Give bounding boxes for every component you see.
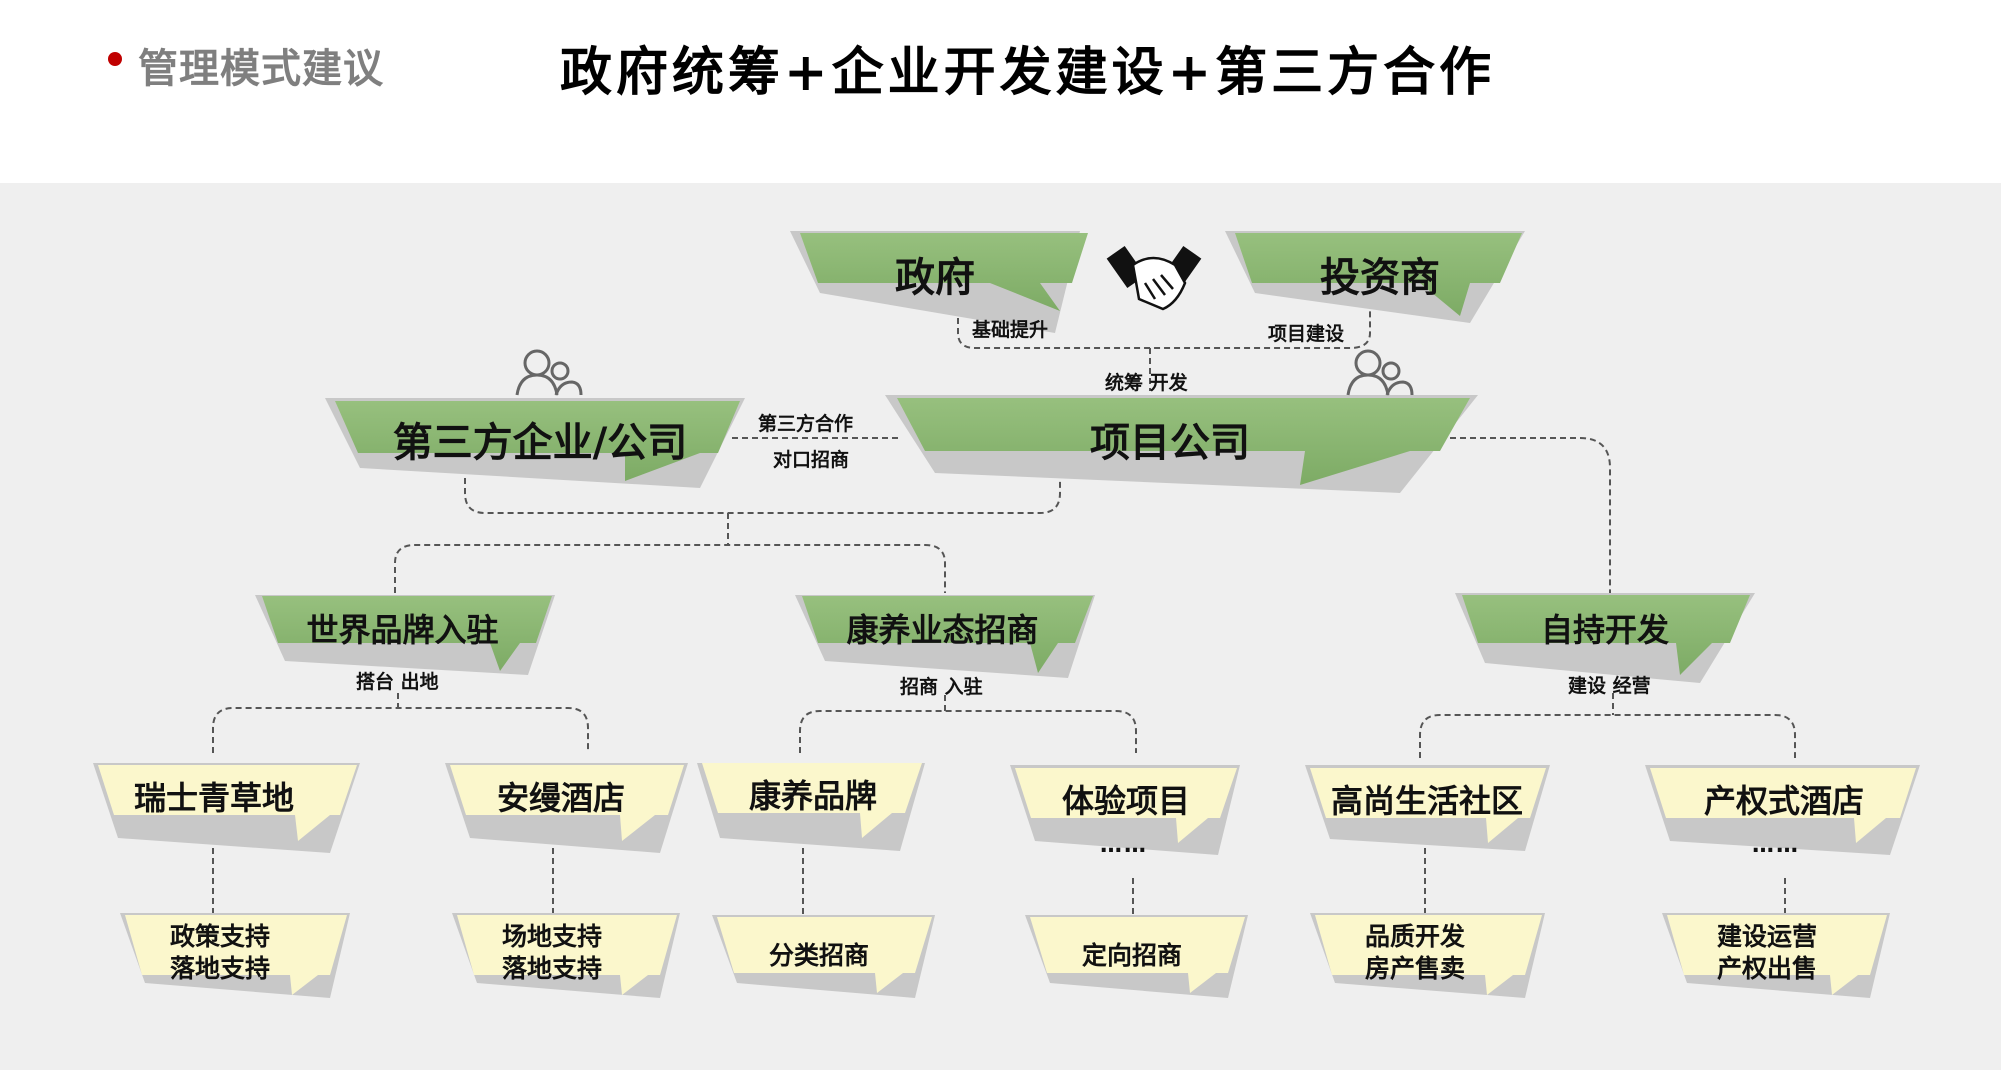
- aman-note-label: 场地支持 落地支持: [501, 922, 602, 983]
- experience-ellipsis: ……: [1100, 833, 1148, 858]
- self-dev-box-shape: [1455, 593, 1755, 683]
- aman-label: 安缦酒店: [496, 779, 625, 817]
- self-dev-link-label: 建设 经营: [1568, 675, 1651, 697]
- world-brand-label: 世界品牌入驻: [306, 611, 499, 649]
- self-dev-label: 自持开发: [1540, 611, 1669, 649]
- investor-label: 投资商: [1320, 255, 1440, 301]
- community-box-shape: [1310, 768, 1546, 843]
- investor-box-shape: [1225, 231, 1525, 323]
- experience-note-label: 定向招商: [1081, 941, 1182, 970]
- project-company-box-shape: [885, 395, 1478, 493]
- gov-link-label: 基础提升: [972, 319, 1049, 341]
- community-label: 高尚生活社区: [1330, 782, 1523, 820]
- diagram-graphics: [93, 231, 1920, 998]
- third-party-box-shape: [325, 398, 745, 488]
- connector-selfdev-children: [1419, 714, 1796, 758]
- red-bullet-icon: [108, 52, 122, 66]
- swiss-note-shape: [125, 915, 347, 995]
- brand-note-label: 分类招商: [768, 941, 869, 970]
- org-diagram: 政府 投资商 基础提升 项目建设 统筹 开发 第三方企业/公司 项目公司 第三方…: [0, 183, 2001, 1070]
- experience-note-shape: [1030, 917, 1245, 993]
- connector-bottom-bracket: [464, 468, 1061, 514]
- connector-gov: [957, 288, 1371, 349]
- government-box-shape: [790, 231, 1088, 333]
- community-note-shape: [1315, 915, 1542, 995]
- merge-link-label: 统筹 开发: [1105, 372, 1188, 394]
- section-title: 管理模式建议: [138, 46, 384, 92]
- hotel-label: 产权式酒店: [1703, 782, 1864, 820]
- third-party-label: 第三方企业/公司: [392, 420, 688, 466]
- experience-label: 体验项目: [1061, 782, 1190, 820]
- hotel-note-label: 建设运营 产权出售: [1716, 922, 1817, 983]
- hotel-box-shape: [1650, 768, 1916, 843]
- investor-link-label: 项目建设: [1268, 323, 1345, 345]
- connector-project-selfdev: [1450, 437, 1611, 598]
- wellness-brand-label: 康养品牌: [748, 777, 877, 815]
- swiss-label: 瑞士青草地: [133, 779, 294, 817]
- project-company-label: 项目公司: [1090, 420, 1250, 466]
- people-icon-right: [1346, 349, 1414, 396]
- brand-note-shape: [717, 917, 932, 993]
- thirdparty-link-line1: 第三方合作: [758, 413, 854, 435]
- world-brand-box-shape: [255, 595, 555, 675]
- wellness-brand-box-shape: [702, 763, 922, 838]
- swiss-note-label: 政策支持 落地支持: [169, 922, 270, 983]
- aman-box-shape: [450, 765, 684, 841]
- wellness-link-label: 招商 入驻: [900, 676, 983, 698]
- thirdparty-link-line2: 对口招商: [773, 449, 850, 471]
- experience-box-shape: [1015, 768, 1237, 843]
- aman-note-shape: [457, 915, 677, 995]
- handshake-icon: [1106, 245, 1202, 311]
- header: 管理模式建议 政府统筹+企业开发建设+第三方合作: [0, 0, 2001, 183]
- connector-wellness-children: [799, 710, 1137, 753]
- wellness-label: 康养业态招商: [846, 611, 1039, 649]
- connector-worldbrand-children: [212, 707, 589, 753]
- people-icon-left: [515, 349, 583, 396]
- hotel-ellipsis: ……: [1752, 833, 1800, 858]
- main-title: 政府统筹+企业开发建设+第三方合作: [560, 42, 1496, 103]
- swiss-box-shape: [98, 765, 357, 841]
- connector-level3-split: [394, 544, 946, 593]
- world-brand-link-label: 搭台 出地: [356, 671, 439, 693]
- community-note-label: 品质开发 房产售卖: [1364, 922, 1465, 983]
- hotel-note-shape: [1667, 915, 1887, 995]
- government-label: 政府: [895, 255, 975, 301]
- wellness-box-shape: [795, 595, 1095, 678]
